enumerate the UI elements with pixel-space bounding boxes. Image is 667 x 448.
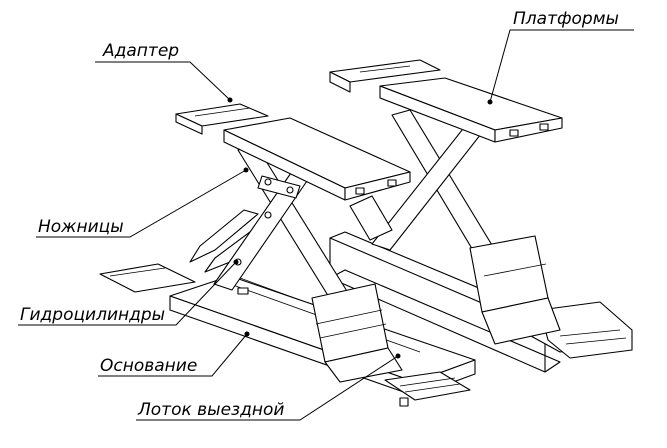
callout-platforms: Платформы <box>487 9 634 105</box>
callout-base: Основание <box>98 331 250 377</box>
rear-adapter <box>329 59 441 83</box>
callout-exit-tray: Лоток выездной <box>136 353 401 421</box>
label-scissors: Ножницы <box>38 217 124 237</box>
callout-hydraulic-cylinders: Гидроцилиндры <box>18 259 239 326</box>
label-base: Основание <box>100 356 197 376</box>
callout-adapter: Адаптер <box>95 41 233 103</box>
front-entry-ramp <box>99 263 196 293</box>
hydraulic-cylinder-a <box>189 209 259 263</box>
label-platforms: Платформы <box>513 9 619 29</box>
label-exit-tray: Лоток выездной <box>137 400 284 420</box>
callout-scissors: Ножницы <box>36 167 249 238</box>
rear-lift-unit <box>329 59 633 373</box>
label-hydraulic-cylinders: Гидроцилиндры <box>20 305 165 325</box>
label-adapter: Адаптер <box>102 41 179 61</box>
